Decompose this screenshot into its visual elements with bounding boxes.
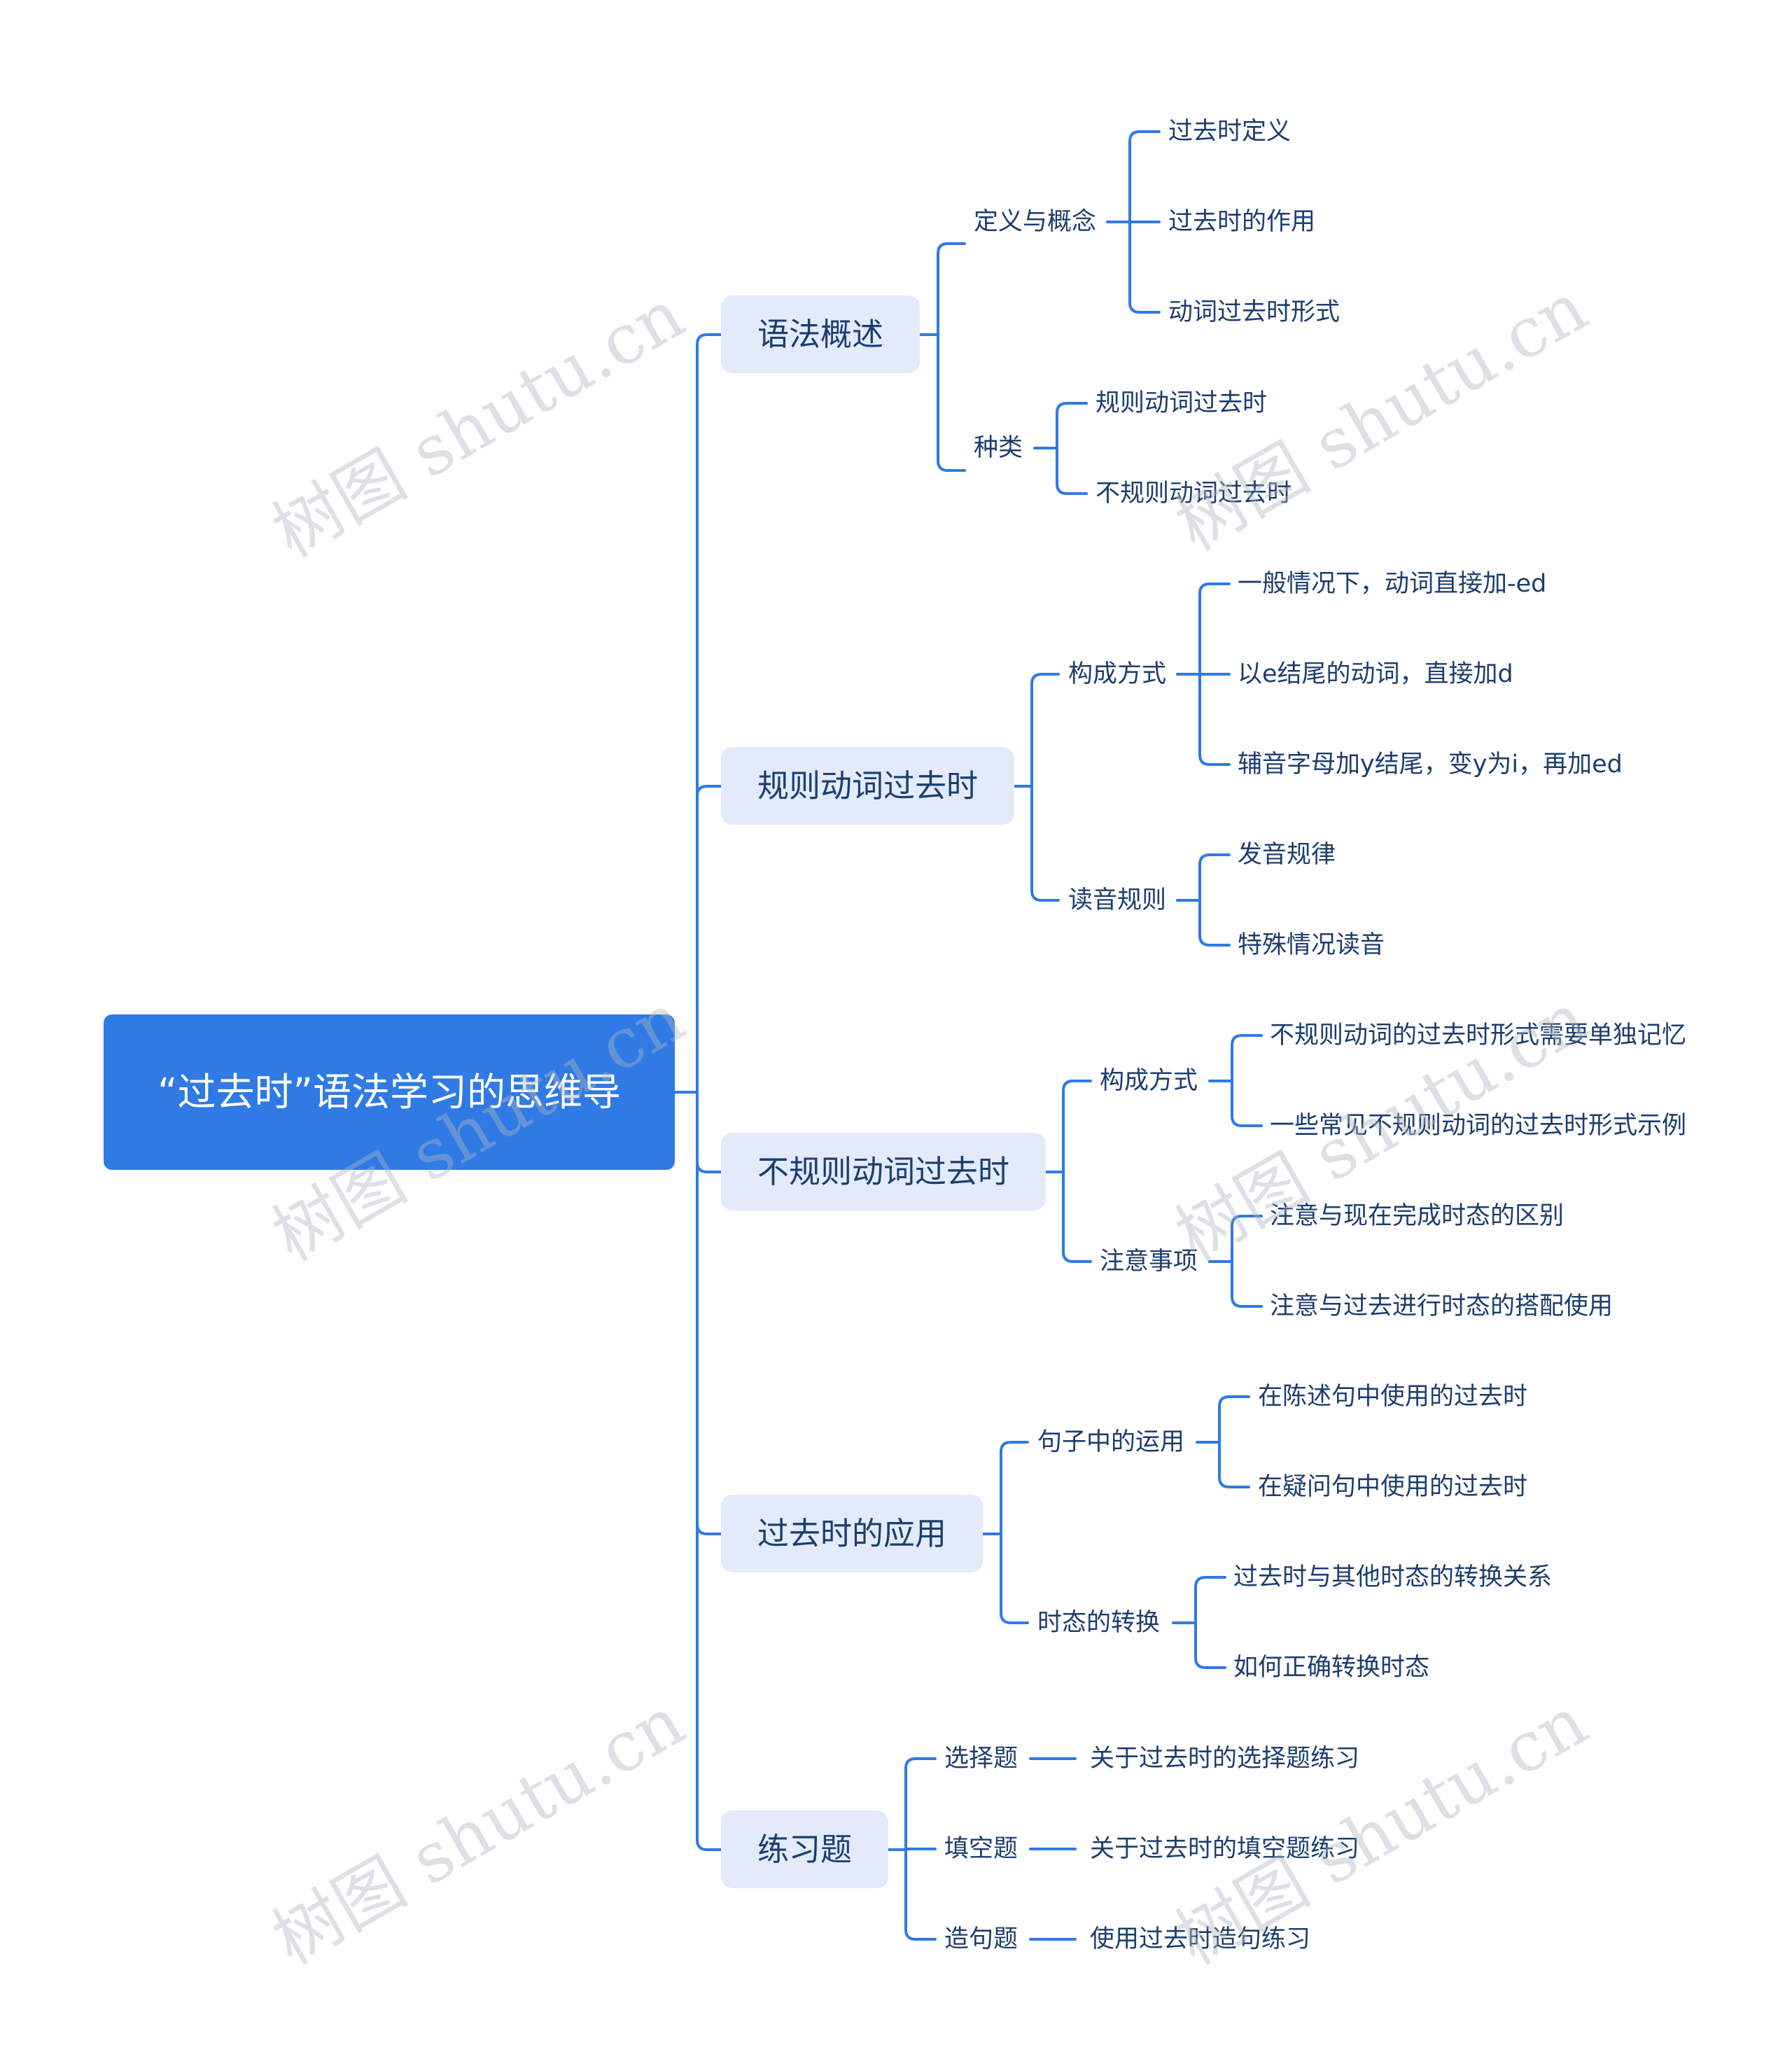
branch-label: 练习题 (757, 1831, 853, 1868)
connector-line (1128, 221, 1161, 314)
connector-line (1231, 1215, 1263, 1263)
sub-node-types[interactable]: 种类 (974, 434, 1023, 462)
connector-line (1062, 1080, 1092, 1173)
connector-line (1218, 1395, 1250, 1444)
branch-node-application[interactable]: 过去时的应用 (721, 1495, 983, 1572)
connector-line (1030, 785, 1060, 902)
sub-node-tense-conversion[interactable]: 时态的转换 (1037, 1609, 1161, 1637)
root-title: “过去时”语法学习的思维导 (158, 1070, 621, 1115)
connector-line (1231, 1260, 1263, 1308)
connector-line (1198, 853, 1231, 902)
connector-line (1128, 130, 1161, 223)
connector-line (1056, 447, 1088, 495)
sub-node-formation[interactable]: 构成方式 (1068, 660, 1167, 688)
sub-node-pronunciation[interactable]: 读音规则 (1068, 886, 1167, 914)
connector-line (1000, 1441, 1029, 1535)
connector-line (696, 785, 722, 1094)
sub-node-sentence-usage[interactable]: 句子中的运用 (1037, 1428, 1185, 1456)
leaf-node[interactable]: 一般情况下，动词直接加-ed (1238, 570, 1547, 598)
leaf-node[interactable]: 注意与现在完成时态的区别 (1270, 1202, 1564, 1230)
connector-line (1194, 1621, 1226, 1669)
branch-label: 语法概述 (757, 316, 884, 353)
sub-node-fill-blank[interactable]: 填空题 (944, 1835, 1018, 1863)
branch-label: 不规则动词过去时 (757, 1153, 1010, 1190)
leaf-node[interactable]: 不规则动词的过去时形式需要单独记忆 (1270, 1021, 1687, 1049)
connector-line (1198, 582, 1231, 676)
root-node[interactable]: “过去时”语法学习的思维导 (104, 1014, 675, 1170)
connector-line (1000, 1533, 1029, 1624)
connector-line (696, 1091, 722, 1173)
leaf-node[interactable]: 如何正确转换时态 (1233, 1654, 1430, 1682)
branch-label: 过去时的应用 (757, 1515, 947, 1552)
connector-line (1062, 1171, 1092, 1263)
connector-line (937, 242, 966, 336)
connector-line (1231, 1080, 1263, 1127)
leaf-node[interactable]: 使用过去时造句练习 (1090, 1925, 1311, 1953)
leaf-node[interactable]: 以e结尾的动词，直接加d (1238, 660, 1513, 688)
leaf-node[interactable]: 关于过去时的选择题练习 (1090, 1745, 1360, 1773)
branch-label: 规则动词过去时 (757, 767, 979, 804)
branch-node-irregular-verbs[interactable]: 不规则动词过去时 (721, 1133, 1046, 1210)
leaf-node[interactable]: 过去时的作用 (1168, 208, 1316, 236)
connector-line (1056, 402, 1088, 449)
sub-node-sentence-making[interactable]: 造句题 (944, 1925, 1018, 1953)
connector-line (937, 333, 966, 472)
sub-node-definition-concept[interactable]: 定义与概念 (974, 208, 1097, 236)
connector-line (1231, 1034, 1263, 1082)
leaf-node[interactable]: 发音规律 (1238, 841, 1336, 869)
leaf-node[interactable]: 辅音字母加y结尾，变y为i，再加ed (1238, 751, 1623, 779)
connector-line (696, 333, 722, 1094)
leaf-node[interactable]: 过去时定义 (1168, 118, 1292, 146)
leaf-node[interactable]: 注意与过去进行时态的搭配使用 (1270, 1292, 1614, 1320)
leaf-node[interactable]: 动词过去时形式 (1168, 298, 1340, 326)
connector-line (696, 1091, 722, 1535)
branch-node-regular-verbs[interactable]: 规则动词过去时 (721, 747, 1015, 825)
leaf-node[interactable]: 特殊情况读音 (1238, 931, 1385, 959)
leaf-node[interactable]: 规则动词过去时 (1096, 389, 1268, 417)
sub-node-notes[interactable]: 注意事项 (1100, 1248, 1198, 1276)
connector-line (1198, 673, 1231, 766)
branch-node-exercises[interactable]: 练习题 (721, 1810, 889, 1888)
connector-line (904, 1848, 937, 1941)
connector-line (696, 1091, 722, 1851)
connector-line (1030, 673, 1060, 788)
leaf-node[interactable]: 不规则动词过去时 (1096, 480, 1292, 508)
leaf-node[interactable]: 一些常见不规则动词的过去时形式示例 (1270, 1112, 1687, 1140)
leaf-node[interactable]: 在疑问句中使用的过去时 (1258, 1473, 1528, 1501)
branch-node-grammar-overview[interactable]: 语法概述 (721, 295, 920, 373)
leaf-node[interactable]: 过去时与其他时态的转换关系 (1233, 1563, 1553, 1591)
connector-line (1198, 899, 1231, 947)
connector-line (1218, 1441, 1250, 1488)
sub-node-formation[interactable]: 构成方式 (1100, 1067, 1198, 1095)
connector-line (904, 1757, 937, 1851)
sub-node-multiple-choice[interactable]: 选择题 (944, 1745, 1018, 1773)
leaf-node[interactable]: 在陈述句中使用的过去时 (1258, 1383, 1528, 1411)
connector-line (1194, 1576, 1226, 1624)
leaf-node[interactable]: 关于过去时的填空题练习 (1090, 1835, 1360, 1863)
